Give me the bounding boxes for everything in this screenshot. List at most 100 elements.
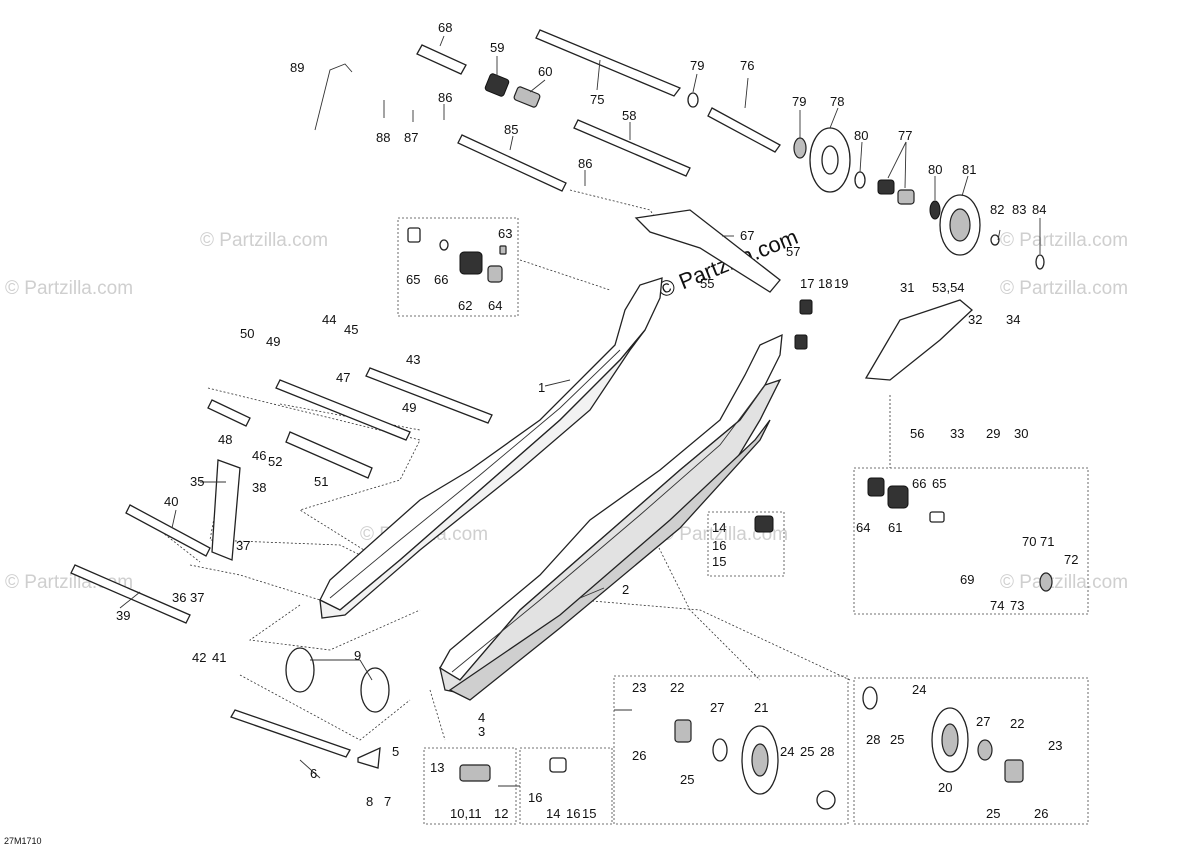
callout-16c[interactable]: 16: [566, 806, 580, 821]
callout-7[interactable]: 7: [384, 794, 391, 809]
callout-8[interactable]: 8: [366, 794, 373, 809]
callout-51[interactable]: 51: [314, 474, 328, 489]
callout-22b[interactable]: 22: [1010, 716, 1024, 731]
callout-55[interactable]: 55: [700, 276, 714, 291]
callout-15b[interactable]: 15: [582, 806, 596, 821]
callout-25a[interactable]: 25: [800, 744, 814, 759]
callout-80b[interactable]: 80: [928, 162, 942, 177]
callout-26b[interactable]: 26: [1034, 806, 1048, 821]
callout-15a[interactable]: 15: [712, 554, 726, 569]
callout-41[interactable]: 41: [212, 650, 226, 665]
callout-24a[interactable]: 24: [780, 744, 794, 759]
callout-14b[interactable]: 14: [546, 806, 560, 821]
callout-87[interactable]: 87: [404, 130, 418, 145]
callout-50[interactable]: 50: [240, 326, 254, 341]
callout-49b[interactable]: 49: [402, 400, 416, 415]
callout-6[interactable]: 6: [310, 766, 317, 781]
callout-38[interactable]: 38: [252, 480, 266, 495]
callout-47[interactable]: 47: [336, 370, 350, 385]
callout-66b[interactable]: 66: [912, 476, 926, 491]
callout-23a[interactable]: 23: [632, 680, 646, 695]
callout-72[interactable]: 72: [1064, 552, 1078, 567]
callout-27b[interactable]: 27: [976, 714, 990, 729]
callout-25c[interactable]: 25: [890, 732, 904, 747]
callout-79a[interactable]: 79: [690, 58, 704, 73]
callout-80a[interactable]: 80: [854, 128, 868, 143]
callout-14a[interactable]: 14: [712, 520, 726, 535]
callout-2[interactable]: 2: [622, 582, 629, 597]
callout-69[interactable]: 69: [960, 572, 974, 587]
callout-81[interactable]: 81: [962, 162, 976, 177]
callout-46[interactable]: 46: [252, 448, 266, 463]
callout-34[interactable]: 34: [1006, 312, 1020, 327]
callout-16b[interactable]: 16: [528, 790, 542, 805]
callout-66a[interactable]: 66: [434, 272, 448, 287]
callout-70[interactable]: 70: [1022, 534, 1036, 549]
callout-24b[interactable]: 24: [912, 682, 926, 697]
callout-71[interactable]: 71: [1040, 534, 1054, 549]
callout-56[interactable]: 56: [910, 426, 924, 441]
callout-68[interactable]: 68: [438, 20, 452, 35]
callout-53-54[interactable]: 53,54: [932, 280, 965, 295]
callout-27a[interactable]: 27: [710, 700, 724, 715]
callout-39[interactable]: 39: [116, 608, 130, 623]
callout-86a[interactable]: 86: [438, 90, 452, 105]
callout-58[interactable]: 58: [622, 108, 636, 123]
callout-75[interactable]: 75: [590, 92, 604, 107]
callout-17[interactable]: 17: [800, 276, 814, 291]
callout-20[interactable]: 20: [938, 780, 952, 795]
callout-60[interactable]: 60: [538, 64, 552, 79]
callout-28a[interactable]: 28: [820, 744, 834, 759]
callout-12[interactable]: 12: [494, 806, 508, 821]
callout-64b[interactable]: 64: [856, 520, 870, 535]
callout-1[interactable]: 1: [538, 380, 545, 395]
callout-42[interactable]: 42: [192, 650, 206, 665]
callout-10-11[interactable]: 10,11: [450, 806, 482, 821]
callout-65a[interactable]: 65: [406, 272, 420, 287]
callout-19[interactable]: 19: [834, 276, 848, 291]
callout-3[interactable]: 3: [478, 724, 485, 739]
callout-33[interactable]: 33: [950, 426, 964, 441]
callout-23b[interactable]: 23: [1048, 738, 1062, 753]
callout-37b[interactable]: 37: [190, 590, 204, 605]
callout-59[interactable]: 59: [490, 40, 504, 55]
callout-48[interactable]: 48: [218, 432, 232, 447]
callout-21[interactable]: 21: [754, 700, 768, 715]
callout-74[interactable]: 74: [990, 598, 1004, 613]
callout-35[interactable]: 35: [190, 474, 204, 489]
callout-76[interactable]: 76: [740, 58, 754, 73]
callout-65b[interactable]: 65: [932, 476, 946, 491]
callout-82[interactable]: 82: [990, 202, 1004, 217]
callout-25d[interactable]: 25: [986, 806, 1000, 821]
callout-40[interactable]: 40: [164, 494, 178, 509]
callout-31[interactable]: 31: [900, 280, 914, 295]
callout-9[interactable]: 9: [354, 648, 361, 663]
callout-28b[interactable]: 28: [866, 732, 880, 747]
callout-63[interactable]: 63: [498, 226, 512, 241]
callout-57[interactable]: 57: [786, 244, 800, 259]
callout-25b[interactable]: 25: [680, 772, 694, 787]
callout-61[interactable]: 61: [888, 520, 902, 535]
callout-84[interactable]: 84: [1032, 202, 1046, 217]
callout-62[interactable]: 62: [458, 298, 472, 313]
callout-45[interactable]: 45: [344, 322, 358, 337]
callout-29[interactable]: 29: [986, 426, 1000, 441]
callout-85[interactable]: 85: [504, 122, 518, 137]
callout-44[interactable]: 44: [322, 312, 336, 327]
callout-13[interactable]: 13: [430, 760, 444, 775]
callout-16a[interactable]: 16: [712, 538, 726, 553]
callout-88[interactable]: 88: [376, 130, 390, 145]
callout-77[interactable]: 77: [898, 128, 912, 143]
callout-32[interactable]: 32: [968, 312, 982, 327]
callout-30[interactable]: 30: [1014, 426, 1028, 441]
callout-18[interactable]: 18: [818, 276, 832, 291]
callout-73[interactable]: 73: [1010, 598, 1024, 613]
callout-89[interactable]: 89: [290, 60, 304, 75]
callout-52[interactable]: 52: [268, 454, 282, 469]
callout-4[interactable]: 4: [478, 710, 485, 725]
callout-49a[interactable]: 49: [266, 334, 280, 349]
callout-26a[interactable]: 26: [632, 748, 646, 763]
callout-43[interactable]: 43: [406, 352, 420, 367]
callout-5[interactable]: 5: [392, 744, 399, 759]
callout-64a[interactable]: 64: [488, 298, 502, 313]
